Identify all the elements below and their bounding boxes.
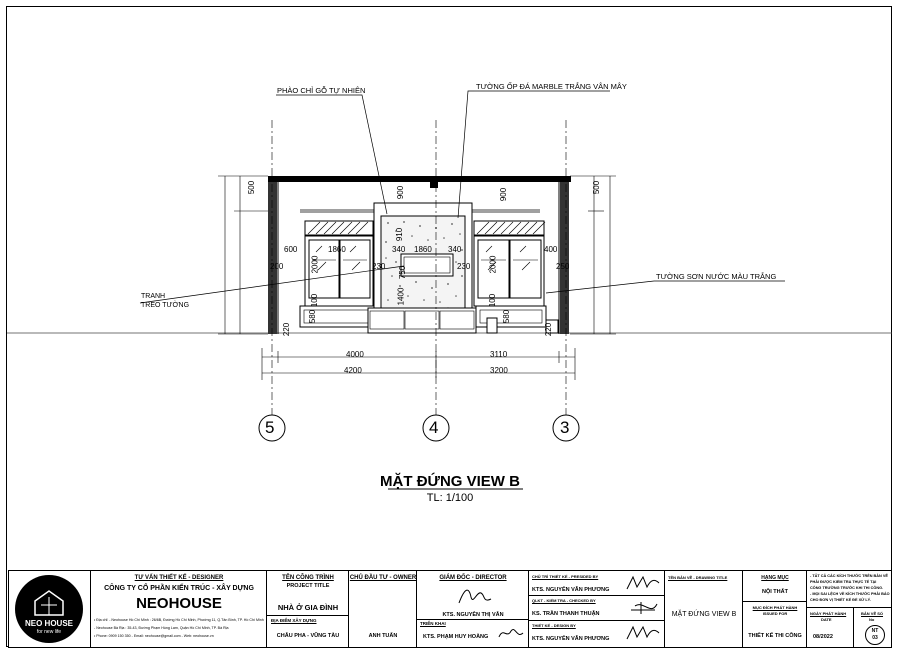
drawing-title: MẶT ĐỨNG VIEW B (380, 473, 520, 490)
dim-text: 250 (556, 262, 570, 271)
grid-label-3: 3 (560, 418, 570, 437)
grid-label-5: 5 (265, 418, 275, 437)
wall-right (560, 182, 569, 334)
label-tuong-son: TƯỜNG SƠN NƯỚC MÀU TRẮNG (656, 272, 777, 281)
project-name: NHÀ Ở GIA ĐÌNH (277, 603, 339, 612)
dim-text: 750 (398, 265, 408, 280)
dim-text: 230 (372, 262, 386, 271)
drawing-scale: TL: 1/100 (426, 492, 474, 504)
dim-bottom: 3200 (490, 366, 508, 375)
dim-text: 580 (502, 309, 512, 324)
chutri-signature (626, 575, 660, 590)
dim-text: 220 (544, 322, 554, 337)
wall-left (268, 182, 277, 334)
sheet-number-badge: NT 03 (865, 625, 885, 645)
logo-text: NEO HOUSE (24, 619, 73, 628)
signers-cell: CHỦ TRÌ THIẾT KẾ - PRESIDED BY KTS. NGUY… (529, 571, 665, 647)
dim-text: 2000 (310, 255, 320, 274)
notes-cell: - TẤT CẢ CÁC KÍCH THƯỚC TRÊN BẢN VẼ PHẢI… (807, 571, 891, 647)
dim-text: 340 (448, 245, 462, 254)
dim-bottom: 4000 (346, 350, 364, 359)
dim-text: 500 (592, 180, 602, 195)
project-cell: TÊN CÔNG TRÌNH PROJECT TITLE NHÀ Ở GIA Đ… (267, 571, 349, 647)
owner-cell: CHỦ ĐẦU TƯ - OWNER ANH TUẤN (349, 571, 417, 647)
drawing-title-cell: TÊN BẢN VẼ - DRAWING TITLE MẶT ĐỨNG VIEW… (665, 571, 743, 647)
dim-text: 1860 (328, 245, 346, 254)
dim-text: 200 (270, 262, 284, 271)
dim-text: 230 (457, 262, 471, 271)
dim-text: 400 (544, 245, 558, 254)
grid-bubble-5 (258, 414, 286, 442)
company-name: NEOHOUSE (136, 595, 222, 612)
title-block: NEO HOUSE for new life TƯ VẤN THIẾT KẾ -… (8, 570, 892, 648)
label-phao-chi: PHÀO CHỈ GỖ TỰ NHIÊN (277, 86, 366, 95)
dim-text: 500 (247, 180, 257, 195)
dim-bottom: 4200 (344, 366, 362, 375)
dim-text: 600 (284, 245, 298, 254)
label-tranh: TRANH (141, 293, 166, 300)
category-cell: HẠNG MỤC NỘI THẤT MỤC ĐÍCH PHÁT HÀNH ISS… (743, 571, 807, 647)
issue-date: 08/2022 (813, 634, 833, 640)
label-tuong-op: TƯỜNG ỐP ĐÁ MARBLE TRẮNG VÂN MÂY (476, 82, 627, 91)
dim-text: 1860 (414, 245, 432, 254)
dim-text: 900 (396, 185, 406, 200)
dim-text: 100 (310, 293, 320, 308)
dim-text: 1400 (396, 287, 406, 306)
thietke-signature (626, 625, 660, 640)
company-logo: NEO HOUSE for new life (15, 575, 83, 643)
director-cell: GIÁM ĐỐC - DIRECTOR KTS. NGUYỄN THỊ VÂN … (417, 571, 529, 647)
label-treo-tuong: TREO TƯỜNG (141, 302, 190, 309)
director-signature (458, 589, 492, 604)
wall-picture (400, 253, 454, 277)
dim-text: 910 (395, 227, 405, 242)
dim-text: 100 (488, 293, 498, 308)
grid-bubble-3 (552, 414, 580, 442)
dim-text: 220 (282, 322, 292, 337)
ceiling-slab (268, 176, 571, 182)
dim-text: 2000 (488, 255, 498, 274)
designer-cell: TƯ VẤN THIẾT KẾ - DESIGNER CÔNG TY CỔ PH… (91, 571, 267, 647)
logo-subtitle: for new life (36, 629, 62, 635)
grid-bubble-4 (422, 414, 450, 442)
grid-label-4: 4 (429, 418, 439, 437)
dim-bottom: 3110 (490, 350, 508, 359)
dim-text: 580 (308, 309, 318, 324)
house-icon (34, 590, 64, 616)
trienkhai-signature (498, 629, 524, 638)
logo-cell: NEO HOUSE for new life (9, 571, 91, 647)
dim-text: 340 (392, 245, 406, 254)
dim-text: 900 (499, 187, 509, 202)
kiemtra-signature (631, 602, 658, 614)
